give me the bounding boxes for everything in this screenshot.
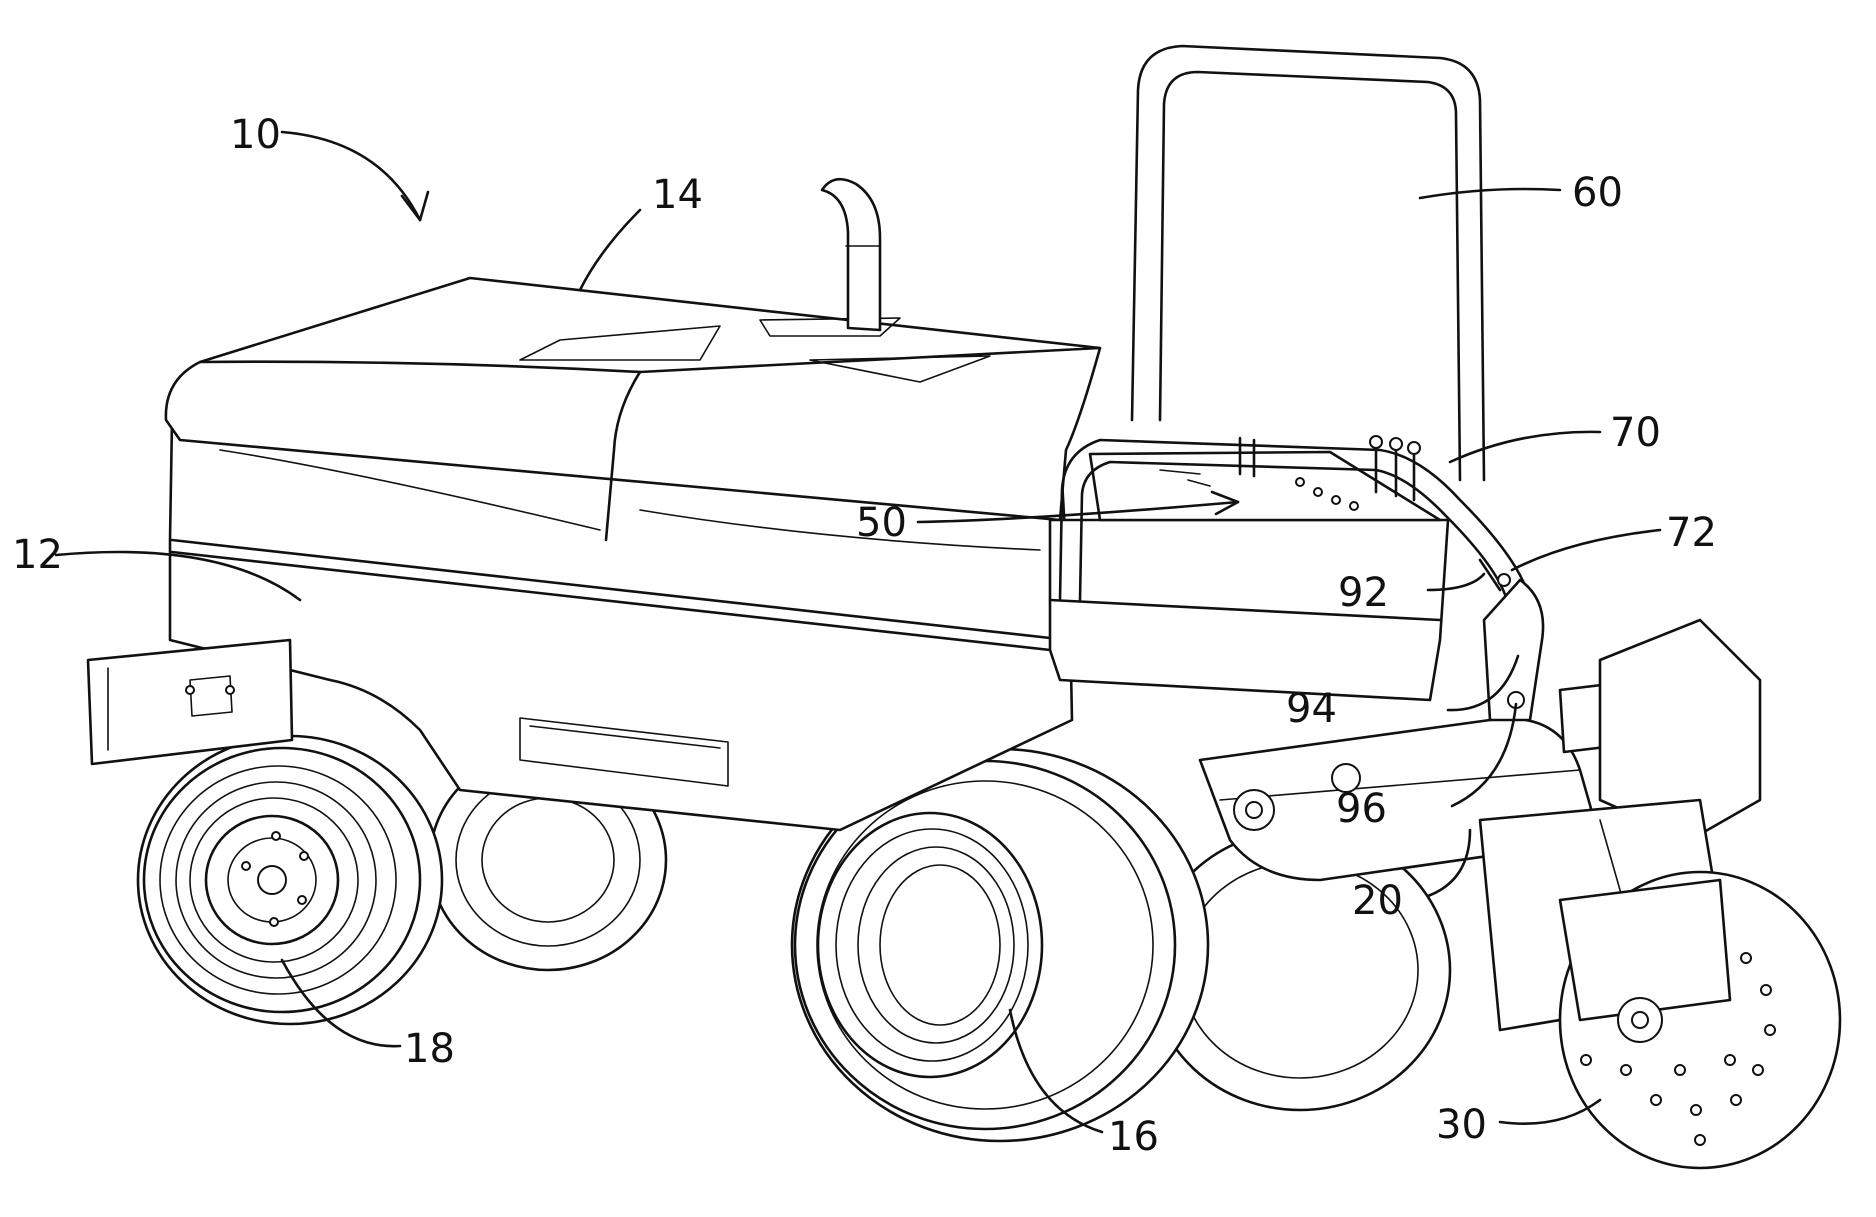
label-92: 92 (1338, 570, 1389, 616)
label-70: 70 (1610, 410, 1661, 456)
label-18: 18 (404, 1026, 455, 1072)
label-12: 12 (12, 532, 63, 578)
label-14: 14 (652, 172, 703, 218)
exhaust-stack (822, 179, 880, 330)
bracket (1480, 560, 1543, 720)
saw-blade (1560, 872, 1840, 1168)
label-16: 16 (1108, 1114, 1159, 1160)
label-20: 20 (1352, 878, 1403, 924)
label-10: 10 (230, 112, 281, 158)
label-50: 50 (856, 500, 907, 546)
label-72: 72 (1666, 510, 1717, 556)
label-96: 96 (1336, 786, 1387, 832)
label-30: 30 (1436, 1102, 1487, 1148)
rear-wheel-18 (138, 736, 442, 1024)
control-console (1050, 436, 1448, 700)
label-94: 94 (1286, 686, 1337, 732)
label-60: 60 (1572, 170, 1623, 216)
roll-bar (1132, 46, 1484, 480)
